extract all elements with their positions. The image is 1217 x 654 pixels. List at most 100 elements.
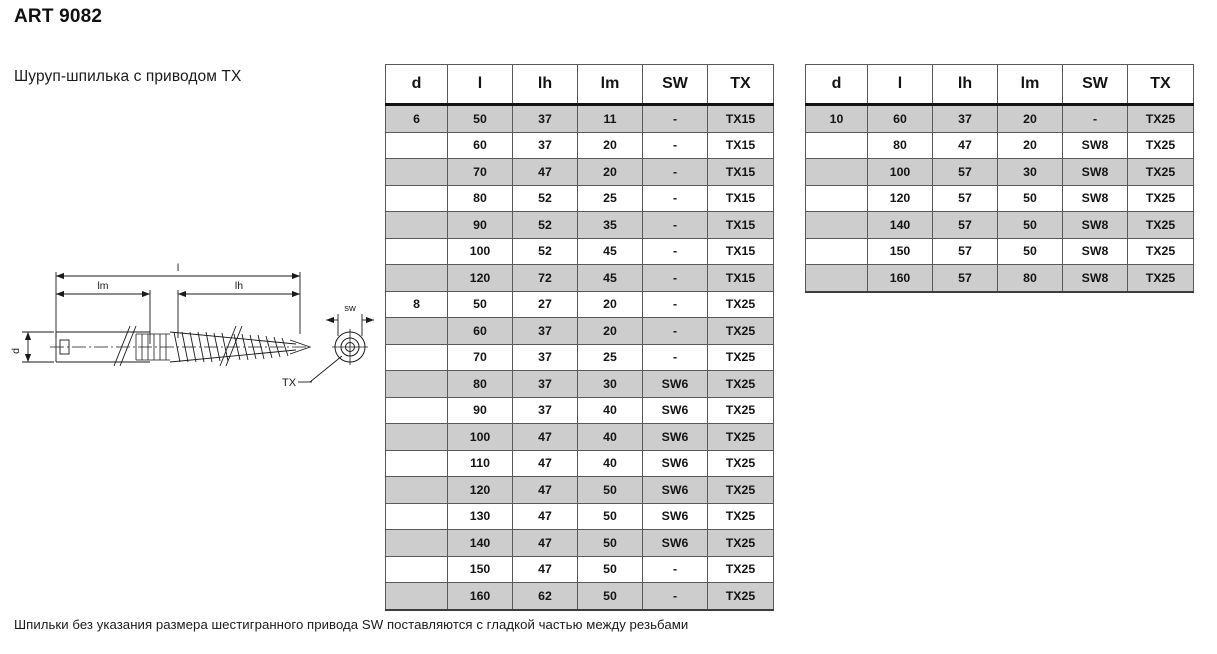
cell-l: 120 xyxy=(447,264,513,292)
cell-l: 100 xyxy=(867,158,933,186)
cell-lh: 47 xyxy=(512,158,578,186)
cell-lm: 40 xyxy=(577,449,643,477)
cell-tx: TX25 xyxy=(707,476,774,504)
cell-d xyxy=(385,184,448,212)
cell-lh: 37 xyxy=(512,104,578,133)
cell-tx: TX25 xyxy=(707,290,774,318)
cell-sw: - xyxy=(642,131,708,159)
header-tx: TX xyxy=(707,64,774,106)
header-lh: lh xyxy=(512,64,578,106)
cell-l: 60 xyxy=(867,104,933,133)
cell-tx: TX15 xyxy=(707,211,774,239)
label-machine-thread: lm xyxy=(97,280,108,292)
cell-sw: - xyxy=(1062,104,1128,133)
cell-l: 130 xyxy=(447,502,513,530)
cell-d xyxy=(805,264,868,293)
cell-l: 110 xyxy=(447,449,513,477)
cell-lm: 20 xyxy=(577,290,643,318)
header-d: d xyxy=(805,64,868,106)
cell-lh: 52 xyxy=(512,237,578,265)
cell-lm: 20 xyxy=(577,131,643,159)
cell-lm: 50 xyxy=(577,555,643,583)
cell-d xyxy=(385,529,448,557)
torx-leader-line xyxy=(298,355,343,383)
cell-l: 120 xyxy=(447,476,513,504)
cell-lm: 50 xyxy=(577,529,643,557)
cell-d xyxy=(385,370,448,398)
cell-sw: SW6 xyxy=(642,370,708,398)
cell-sw: - xyxy=(642,184,708,212)
footer-note: Шпильки без указания размера шестигранно… xyxy=(14,617,689,632)
cell-lm: 50 xyxy=(577,502,643,530)
cell-lh: 27 xyxy=(512,290,578,318)
header-l: l xyxy=(867,64,933,106)
cell-lh: 37 xyxy=(512,317,578,345)
cell-sw: - xyxy=(642,555,708,583)
cell-tx: TX15 xyxy=(707,264,774,292)
cell-sw: - xyxy=(642,264,708,292)
cell-sw: SW8 xyxy=(1062,237,1128,265)
header-row: d l lh lm SW TX xyxy=(385,64,774,106)
cell-lm: 50 xyxy=(577,476,643,504)
header-d: d xyxy=(385,64,448,106)
cell-lm: 50 xyxy=(997,211,1063,239)
cell-sw: - xyxy=(642,237,708,265)
cell-tx: TX25 xyxy=(1127,104,1194,133)
technical-drawing: l lm lh d sw TX xyxy=(10,252,380,397)
cell-d xyxy=(805,211,868,239)
cell-sw: - xyxy=(642,290,708,318)
cell-lh: 57 xyxy=(932,237,998,265)
header-tx: TX xyxy=(1127,64,1194,106)
table-header: d l lh lm SW TX xyxy=(805,64,1194,106)
torx-cross-section xyxy=(332,329,368,365)
cell-tx: TX25 xyxy=(707,343,774,371)
cell-sw: SW8 xyxy=(1062,184,1128,212)
cell-d xyxy=(385,423,448,451)
cell-lm: 45 xyxy=(577,264,643,292)
cell-lm: 50 xyxy=(997,237,1063,265)
cell-d xyxy=(385,211,448,239)
header-lm: lm xyxy=(997,64,1063,106)
page-title: ART 9082 xyxy=(14,6,103,27)
cell-tx: TX25 xyxy=(1127,131,1194,159)
cell-sw: SW6 xyxy=(642,449,708,477)
cell-sw: SW8 xyxy=(1062,211,1128,239)
cell-l: 80 xyxy=(867,131,933,159)
cell-tx: TX15 xyxy=(707,131,774,159)
cell-l: 90 xyxy=(447,211,513,239)
cell-lm: 20 xyxy=(997,131,1063,159)
header-row: d l lh lm SW TX xyxy=(805,64,1194,106)
cell-lh: 37 xyxy=(512,396,578,424)
cell-d xyxy=(385,396,448,424)
cell-l: 150 xyxy=(867,237,933,265)
cell-lh: 52 xyxy=(512,184,578,212)
header-sw: SW xyxy=(642,64,708,106)
cell-l: 150 xyxy=(447,555,513,583)
cell-d xyxy=(385,317,448,345)
cell-d xyxy=(385,582,448,611)
cell-tx: TX25 xyxy=(707,423,774,451)
dimension-diameter xyxy=(22,331,54,363)
cell-lh: 47 xyxy=(932,131,998,159)
cell-lm: 40 xyxy=(577,396,643,424)
cell-d xyxy=(385,343,448,371)
cell-tx: TX15 xyxy=(707,104,774,133)
cell-l: 70 xyxy=(447,158,513,186)
cell-d xyxy=(805,158,868,186)
cell-lh: 37 xyxy=(512,370,578,398)
header-sw: SW xyxy=(1062,64,1128,106)
cell-l: 50 xyxy=(447,290,513,318)
cell-tx: TX25 xyxy=(1127,211,1194,239)
screw-body xyxy=(50,325,310,367)
cell-lh: 37 xyxy=(512,131,578,159)
cell-d: 6 xyxy=(385,104,448,133)
